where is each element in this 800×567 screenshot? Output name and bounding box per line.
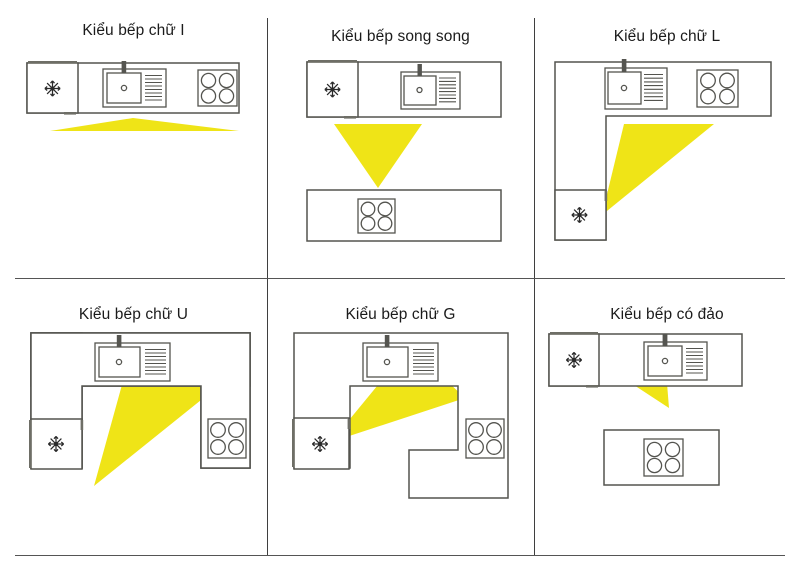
snowflake-icon — [571, 206, 588, 224]
snowflake-icon — [44, 80, 61, 97]
panel-title-parallel: Kiểu bếp song song — [331, 28, 470, 45]
refrigerator-top-edge — [550, 332, 598, 335]
snowflake-icon — [311, 435, 329, 453]
panel-title-island: Kiểu bếp có đảo — [610, 306, 724, 323]
drainboard-lines — [686, 347, 703, 374]
grid-divider-vertical-right — [534, 18, 536, 555]
refrigerator-top-edge — [308, 60, 357, 63]
refrigerator-left-edge — [292, 419, 295, 467]
grid-divider-horizontal-bottom — [15, 555, 785, 557]
cooktop-4-burner-icon — [465, 418, 505, 459]
drainboard-lines — [145, 74, 162, 101]
panel-title-u: Kiểu bếp chữ U — [78, 306, 189, 323]
kitchen-layout-island: Kiểu bếp có đảo — [534, 278, 800, 555]
panel-title-i: Kiểu bếp chữ I — [82, 22, 185, 39]
cooktop-4-burner-icon — [357, 198, 396, 234]
kitchen-layout-parallel: Kiểu bếp song song — [267, 0, 534, 278]
refrigerator-right-edge — [604, 191, 608, 201]
cooktop-4-burner-icon — [197, 69, 238, 107]
panel-title-l: Kiểu bếp chữ L — [613, 28, 721, 45]
drainboard-lines — [145, 348, 166, 375]
diagram-kitchen-g — [267, 278, 534, 555]
drainboard-lines — [413, 348, 434, 375]
refrigerator-bottom-edge — [64, 112, 76, 115]
drainboard-lines — [644, 73, 663, 101]
sink-icon — [362, 335, 439, 382]
grid-divider-horizontal-mid — [15, 278, 785, 280]
cooktop-4-burner-icon — [643, 438, 684, 477]
diagram-kitchen-u — [0, 278, 267, 555]
sink-icon — [400, 64, 461, 110]
sink-icon — [102, 61, 167, 108]
drainboard-lines — [439, 77, 456, 103]
snowflake-icon — [47, 435, 65, 453]
diagram-kitchen-parallel — [267, 0, 534, 278]
cooktop-4-burner-icon — [696, 69, 739, 108]
diagram-kitchen-l — [534, 0, 800, 278]
cooktop-4-burner-icon — [207, 418, 247, 459]
refrigerator-right-edge — [80, 420, 84, 430]
work-triangle-yellow — [50, 118, 239, 131]
refrigerator-bottom-edge — [586, 385, 598, 388]
kitchen-layout-u: Kiểu bếp chữ U — [0, 278, 267, 555]
grid-divider-vertical-left — [267, 18, 269, 555]
sink-icon — [94, 335, 171, 382]
work-triangle-yellow — [334, 124, 422, 188]
diagram-kitchen-i — [0, 0, 267, 278]
panel-title-g: Kiểu bếp chữ G — [345, 306, 456, 323]
refrigerator-bottom-edge — [344, 116, 356, 119]
counter-run-bottom — [306, 189, 502, 242]
kitchen-island — [603, 429, 720, 486]
work-triangle-yellow — [602, 124, 714, 215]
refrigerator-right-edge — [347, 419, 351, 429]
sink-icon — [604, 59, 668, 110]
snowflake-icon — [324, 81, 341, 98]
kitchen-layout-i: Kiểu bếp chữ I — [0, 0, 267, 278]
refrigerator-left-edge — [29, 420, 32, 468]
refrigerator-top-edge — [28, 61, 77, 64]
snowflake-icon — [565, 351, 583, 369]
diagram-kitchen-island — [534, 278, 800, 555]
kitchen-layout-g: Kiểu bếp chữ G — [267, 278, 534, 555]
sink-icon — [643, 334, 708, 381]
kitchen-layout-l: Kiểu bếp chữ L — [534, 0, 800, 278]
